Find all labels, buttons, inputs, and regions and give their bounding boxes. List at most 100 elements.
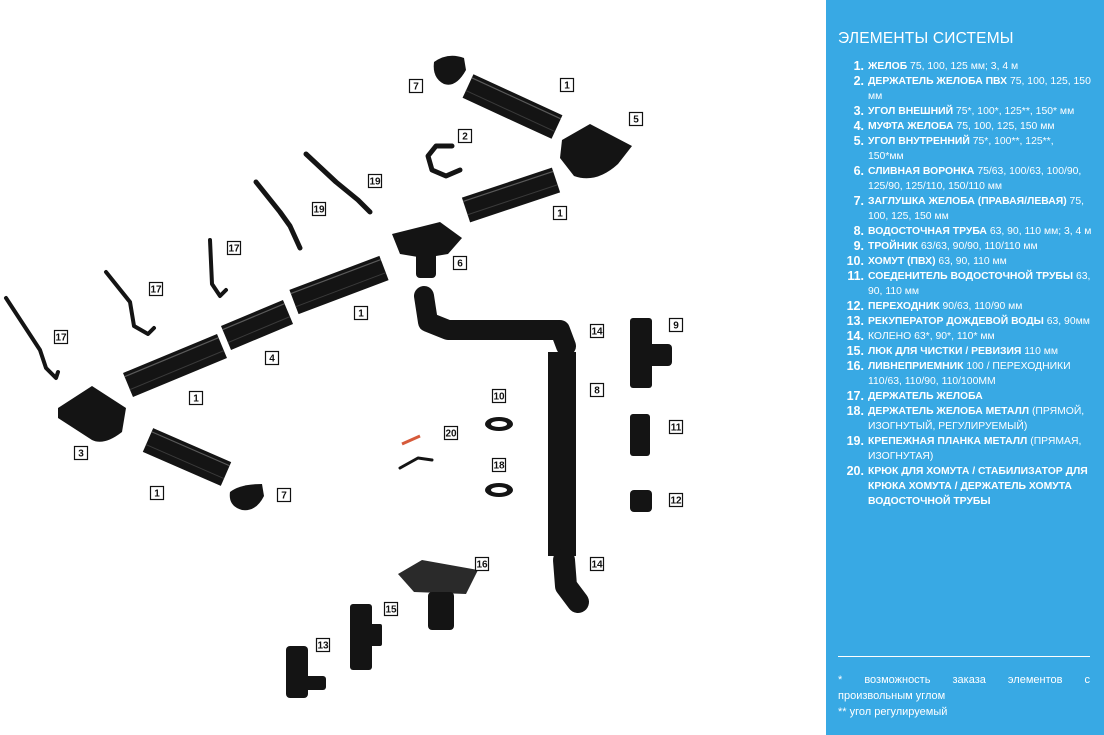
part-number-label: 18 xyxy=(491,457,507,473)
part-number-label: 11 xyxy=(668,419,684,435)
part-number-label: 4 xyxy=(264,350,280,366)
item-text: ДЕРЖАТЕЛЬ ЖЕЛОБА ПВХ 75, 100, 125, 150 м… xyxy=(868,74,1092,104)
item-sizes: 63, 90, 110 мм; 3, 4 м xyxy=(986,226,1092,237)
item-name: ВОДОСТОЧНАЯ ТРУБА xyxy=(868,226,987,237)
item-name: ЛЮК ДЛЯ ЧИСТКИ / РЕВИЗИЯ xyxy=(868,346,1022,357)
footnote-adjustable-angle: ** угол регулируемый xyxy=(838,706,948,718)
item-sizes: 75, 100, 125, 150 мм xyxy=(868,76,1091,102)
item-text: ХОМУТ (ПВХ) 63, 90, 110 мм xyxy=(868,254,1092,269)
list-item: 11.СОЕДЕНИТЕЛЬ ВОДОСТОЧНОЙ ТРУБЫ 63, 90,… xyxy=(838,269,1092,299)
diagram-parts xyxy=(4,55,672,698)
part-number-label: 19 xyxy=(311,201,327,217)
part-number-label: 7 xyxy=(408,78,424,94)
clamp-hole xyxy=(491,421,507,427)
part-number-label: 9 xyxy=(668,317,684,333)
item-name: ХОМУТ (ПВХ) xyxy=(868,256,936,267)
part-number-label: 5 xyxy=(628,111,644,127)
item-text: ПЕРЕХОДНИК 90/63, 110/90 мм xyxy=(868,299,1092,314)
item-name: СЛИВНАЯ ВОРОНКА xyxy=(868,166,975,177)
item-name: УГОЛ ВНЕШНИЙ xyxy=(868,106,954,117)
part-number-text: 14 xyxy=(591,327,603,338)
metal-gutter-bracket-part xyxy=(104,270,156,336)
item-text: ДЕРЖАТЕЛЬ ЖЕЛОБА xyxy=(868,389,1092,404)
item-text: ТРОЙНИК 63/63, 90/90, 110/110 мм xyxy=(868,239,1092,254)
diagram-labels: 1111123456778910111213141415161717171819… xyxy=(53,77,684,653)
part-number-label: 1 xyxy=(552,205,568,221)
gutter-outlet-part xyxy=(392,222,462,258)
part-number-text: 17 xyxy=(228,244,240,255)
item-name: ЖЕЛОБ xyxy=(868,61,908,72)
list-item: 7. ЗАГЛУШКА ЖЕЛОБА (ПРАВАЯ/ЛЕВАЯ) 75, 100… xyxy=(838,194,1092,224)
item-text: УГОЛ ВНЕШНИЙ 75*, 100*, 125**, 150* мм xyxy=(868,104,1092,119)
internal-corner-part xyxy=(560,124,632,179)
part-number-text: 20 xyxy=(445,429,457,440)
item-text: КОЛЕНО 63*, 90*, 110* мм xyxy=(868,329,1092,344)
item-number: 2. xyxy=(853,74,864,88)
part-number-label: 6 xyxy=(452,255,468,271)
part-number-label: 1 xyxy=(188,390,204,406)
part-number-text: 14 xyxy=(591,560,603,571)
recuperator-branch xyxy=(304,676,326,690)
tee-part xyxy=(630,318,652,388)
list-item: 8.ВОДОСТОЧНАЯ ТРУБА 63, 90, 110 мм; 3, 4… xyxy=(838,224,1092,239)
item-name: ДЕРЖАТЕЛЬ ЖЕЛОБА МЕТАЛЛ xyxy=(868,406,1030,417)
part-number-label: 12 xyxy=(668,492,684,508)
list-item: 5. УГОЛ ВНУТРЕННИЙ 75*, 100**, 125**, 150… xyxy=(838,134,1092,164)
item-text: КРЮК ДЛЯ ХОМУТА / СТАБИЛИЗАТОР ДЛЯ КРЮКА… xyxy=(868,464,1092,509)
metal-gutter-bracket-part xyxy=(4,296,60,380)
part-number-text: 12 xyxy=(670,496,682,507)
item-number: 5. xyxy=(853,134,864,148)
footnote-divider xyxy=(838,656,1090,657)
system-elements-panel: ЭЛЕМЕНТЫ СИСТЕМЫ 1.ЖЕЛОБ 75, 100, 125 мм… xyxy=(826,0,1104,735)
part-number-text: 19 xyxy=(313,205,325,216)
item-number: 19. xyxy=(846,434,864,448)
part-number-label: 17 xyxy=(53,329,69,345)
list-item: 3. УГОЛ ВНЕШНИЙ 75*, 100*, 125**, 150* мм xyxy=(838,104,1092,119)
item-name: УГОЛ ВНУТРЕННИЙ xyxy=(868,136,970,147)
tee-branch xyxy=(648,344,672,366)
part-number-label: 7 xyxy=(276,487,292,503)
item-sizes: 75, 100, 125, 150 мм xyxy=(868,196,1085,222)
part-number-text: 4 xyxy=(269,354,275,365)
gutter-outlet-spout xyxy=(416,252,436,278)
item-number: 10. xyxy=(846,254,864,268)
gully-outlet xyxy=(428,592,454,630)
part-number-text: 8 xyxy=(594,386,600,397)
item-number: 15. xyxy=(846,344,864,358)
item-number: 16. xyxy=(846,359,864,373)
panel-title: ЭЛЕМЕНТЫ СИСТЕМЫ xyxy=(838,30,1014,47)
part-number-text: 17 xyxy=(150,285,162,296)
item-number: 9. xyxy=(853,239,864,253)
part-number-text: 1 xyxy=(154,489,160,500)
part-number-text: 19 xyxy=(369,177,381,188)
item-number: 7. xyxy=(853,194,864,208)
gutter-end-cap-part xyxy=(229,484,264,511)
list-item: 10. ХОМУТ (ПВХ) 63, 90, 110 мм xyxy=(838,254,1092,269)
item-name: РЕКУПЕРАТОР ДОЖДЕВОЙ ВОДЫ xyxy=(868,316,1044,327)
gutter-coupling-part xyxy=(220,300,294,350)
item-text: КРЕПЕЖНАЯ ПЛАНКА МЕТАЛЛ (ПРЯМАЯ, ИЗОГНУТ… xyxy=(868,434,1092,464)
item-sizes: 75*, 100**, 125**, 150*мм xyxy=(868,136,1054,162)
item-text: ЛЮК ДЛЯ ЧИСТКИ / РЕВИЗИЯ 110 мм xyxy=(868,344,1092,359)
item-name: КРЮК ДЛЯ ХОМУТА / СТАБИЛИЗАТОР ДЛЯ КРЮКА… xyxy=(868,466,1088,507)
gutter-part xyxy=(142,428,232,486)
gutter-part xyxy=(123,333,227,398)
item-name: ЗАГЛУШКА ЖЕЛОБА (ПРАВАЯ/ЛЕВАЯ) xyxy=(868,196,1067,207)
part-number-label: 20 xyxy=(443,425,459,441)
gutter-part xyxy=(289,255,389,315)
part-number-label: 1 xyxy=(149,485,165,501)
part-number-label: 15 xyxy=(383,601,399,617)
clamp-hook-rod xyxy=(401,434,421,446)
item-number: 3. xyxy=(853,104,864,118)
part-number-text: 1 xyxy=(358,309,364,320)
part-number-label: 16 xyxy=(474,556,490,572)
item-number: 12. xyxy=(846,299,864,313)
part-number-text: 5 xyxy=(633,115,639,126)
item-number: 11. xyxy=(847,269,864,283)
list-item: 6.СЛИВНАЯ ВОРОНКА 75/63, 100/63, 100/90,… xyxy=(838,164,1092,194)
item-sizes: 63, 90, 110 мм xyxy=(935,256,1007,267)
pipe-reducer-part xyxy=(630,490,652,512)
footnote-custom-angle: * возможность заказа элементов с произво… xyxy=(838,674,1090,702)
